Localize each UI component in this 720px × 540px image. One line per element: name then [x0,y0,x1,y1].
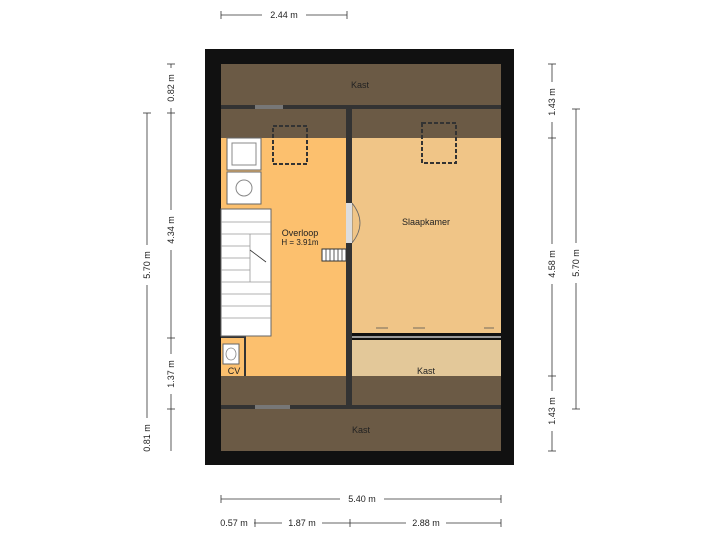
dim-left-3-label: 1.37 m [166,360,176,388]
kast-mid-area [352,340,501,376]
dim-top-label: 2.44 m [270,10,298,20]
dim-bottom-3-bg [406,517,446,529]
skylight-right [421,122,457,164]
dim-left-2-label: 4.34 m [166,216,176,244]
stair-treads [221,221,271,319]
lower-storage-left [221,376,346,405]
dim-left-2-bg [165,210,177,250]
dim-bottom-1-label: 0.57 m [220,518,248,528]
lower-storage-right [352,376,501,405]
kast-bottom-area [221,409,501,451]
dim-right-2-label: 4.58 m [547,250,557,278]
dim-right-3-label: 1.43 m [547,397,557,425]
kast-lower-strip-right [352,109,501,138]
dim-left-4-label: 0.81 m [142,424,152,452]
dim-top-bg [262,9,306,21]
overloop-height-label: H = 3.91m [281,238,318,247]
dim-left-3-bg [165,354,177,394]
cv-label: CV [228,366,241,376]
dim-bottom-total-label: 5.40 m [348,494,376,504]
washing-machine-drum [231,142,257,166]
dim-bottom-3-label: 2.88 m [412,518,440,528]
dim-left-1-bg [165,68,177,108]
door-leaf [346,203,352,243]
slaapkamer-label: Slaapkamer [402,217,450,227]
kast-bottom-label: Kast [352,425,371,435]
kast-top-label: Kast [351,80,370,90]
dim-right-3-bg [546,391,558,431]
dim-left-total-bg [141,245,153,285]
dim-left-total-label: 5.70 m [142,251,152,279]
dim-left-1-label: 0.82 m [166,74,176,102]
stair-arrow-line [249,249,267,263]
opening-bottom [255,405,290,409]
dim-left-4-bg [141,418,153,458]
radiator-fins [325,249,343,261]
toilet-bowl [225,347,237,361]
kast-mid-label: Kast [417,366,436,376]
opening-top [255,105,283,109]
slaapkamer-area [352,138,501,333]
dim-right-total-bg [570,243,582,283]
dim-right-1-bg [546,82,558,122]
dim-bottom-total-bg [340,493,384,505]
dim-right-total-label: 5.70 m [571,249,581,277]
dim-bottom-2-bg [282,517,322,529]
toilet [222,343,240,365]
staircase [220,208,272,337]
dim-bottom-1-bg [214,517,254,529]
dim-right-1-label: 1.43 m [547,88,557,116]
wall-vertical-center [346,109,352,405]
dim-bottom-2-label: 1.87 m [288,518,316,528]
wall-cv-right [244,338,246,376]
kast-lower-strip-left [221,109,346,138]
wall-cv-top [221,336,246,338]
wall-horizontal-top [221,105,501,109]
overloop-label: Overloop [282,228,319,238]
dim-right-2-bg [546,244,558,284]
sink-unit [226,171,262,205]
wall-horizontal-bottom [221,405,501,409]
kast-top-area [221,64,501,105]
sink-basin [235,179,253,197]
